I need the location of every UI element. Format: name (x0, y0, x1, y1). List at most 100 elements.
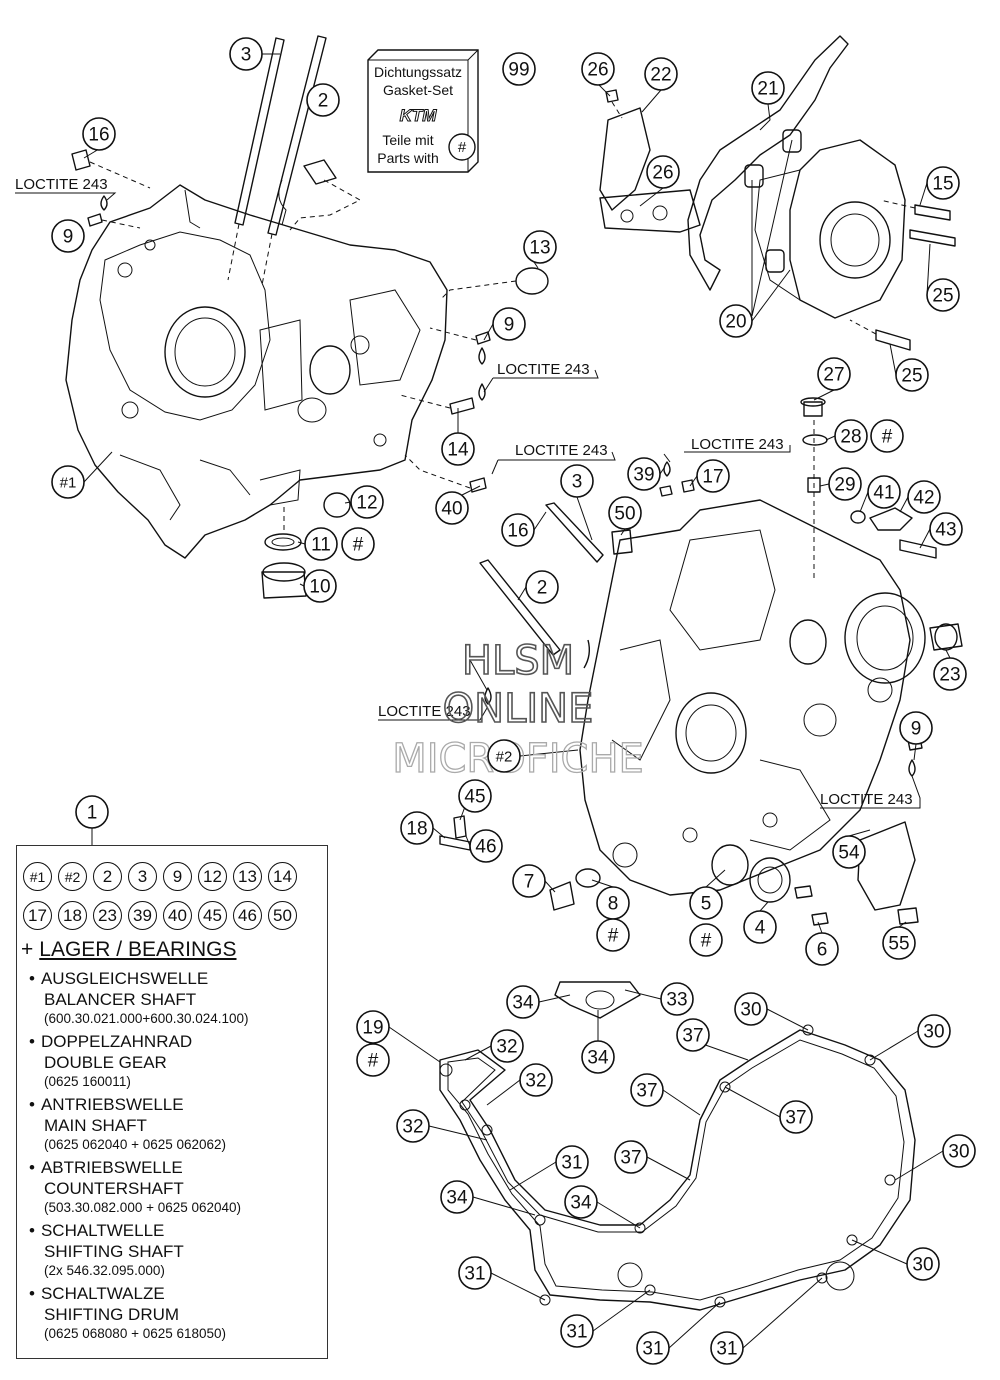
callout-circle (867, 475, 901, 509)
callout-circle (519, 1063, 553, 1097)
loctite-label: LOCTITE 243 (378, 703, 471, 720)
callout-number: 27 (823, 365, 844, 386)
callout-circle (502, 52, 536, 86)
bearing-name-de: ABTRIEBSWELLE (29, 1157, 325, 1178)
callout-number: 34 (446, 1188, 468, 1209)
bearing-part-numbers: (0625 160011) (44, 1074, 131, 1089)
crankcase-gasket (439, 981, 916, 1311)
kit-part-badge: 17 (23, 901, 52, 930)
callout-number: 39 (633, 465, 654, 486)
loctite-label: LOCTITE 243 (820, 791, 913, 808)
callout-number: 30 (923, 1022, 944, 1043)
callout-18: 18 (400, 811, 434, 845)
callout-34: 34 (581, 1040, 615, 1074)
callout-circle (676, 1018, 710, 1052)
callout-circle (917, 1014, 951, 1048)
callout-circle (229, 37, 263, 71)
callout-circle (512, 864, 546, 898)
callout-12: 12 (350, 485, 384, 519)
callout-circle (303, 569, 337, 603)
callout-circle (899, 711, 933, 745)
callout-hash: # (870, 419, 904, 453)
callout-9: 9 (899, 711, 933, 745)
bearing-part-numbers: (2x 546.32.095.000) (44, 1263, 165, 1278)
callout-43: 43 (929, 512, 963, 546)
kit-part-badge: 13 (233, 862, 262, 891)
callout-circle (458, 1256, 492, 1290)
callout-circle (581, 52, 615, 86)
callout-circle (487, 739, 521, 773)
callout-circle (743, 910, 777, 944)
callout-circle (689, 886, 723, 920)
callout-number: 2 (318, 91, 329, 112)
bearing-name-de: AUSGLEICHSWELLE (29, 968, 325, 989)
callout-circle (555, 1145, 589, 1179)
callout-circle (646, 155, 680, 189)
callout-circle (627, 457, 661, 491)
callout-42: 42 (907, 480, 941, 514)
watermark-line2: ONLINE (443, 686, 594, 732)
callout-circle (710, 1331, 744, 1365)
callout-number: 32 (496, 1037, 517, 1058)
callout-37: 37 (779, 1100, 813, 1134)
callout-number: 37 (785, 1108, 806, 1129)
callout-8: 8 (596, 886, 630, 920)
callout-45: 45 (458, 779, 492, 813)
callout-circle (523, 230, 557, 264)
callout-32: 32 (396, 1109, 430, 1143)
callout-number: 19 (362, 1018, 383, 1039)
callout-circle (356, 1010, 390, 1044)
callout-circle (933, 657, 967, 691)
callout-circle (926, 166, 960, 200)
callout-circle (350, 485, 384, 519)
gasket-set-line2: Gasket-Set (383, 82, 453, 98)
callout-29: 29 (828, 467, 862, 501)
callout-circle (458, 779, 492, 813)
callout-circle (630, 1073, 664, 1107)
callout-number: 55 (888, 934, 909, 955)
callout-number: 9 (504, 315, 515, 336)
callout-7: 7 (512, 864, 546, 898)
callout-number: 31 (561, 1153, 582, 1174)
callout-number: 26 (587, 60, 608, 81)
callout-number: 17 (702, 467, 723, 488)
left-small-parts (71, 149, 549, 599)
callout-circle (82, 117, 116, 151)
callout-hash: # (689, 923, 723, 957)
callout-circle (907, 480, 941, 514)
callout-34: 34 (440, 1180, 474, 1214)
callout-number: 45 (464, 787, 485, 808)
callout-circle (608, 496, 642, 530)
callout-circle (341, 527, 375, 561)
callout-19: 19 (356, 1010, 390, 1044)
callout-circle (560, 1314, 594, 1348)
callout-number: #1 (60, 475, 77, 492)
callout-kit-1: 1 (75, 795, 109, 829)
callout-14: 14 (441, 432, 475, 466)
callout-30: 30 (942, 1134, 976, 1168)
callout-circle (689, 923, 723, 957)
callout-9: 9 (492, 307, 526, 341)
callout-number: 30 (912, 1255, 933, 1276)
callout-number: 31 (566, 1322, 587, 1343)
callout-number: # (701, 931, 712, 952)
callout-number: 37 (620, 1148, 641, 1169)
callout-number: 42 (913, 488, 934, 509)
callout-number: # (882, 427, 893, 448)
callout-number: 31 (464, 1264, 485, 1285)
callout-26: 26 (581, 52, 615, 86)
callout-circle (564, 1185, 598, 1219)
callout-number: 32 (525, 1071, 546, 1092)
callout-number: 9 (63, 227, 74, 248)
kit-part-badge: 39 (128, 901, 157, 930)
callout-circle (805, 932, 839, 966)
bearing-part-numbers: (503.30.082.000 + 0625 062040) (44, 1200, 242, 1215)
callout-9: 9 (51, 219, 85, 253)
callout-number: 32 (402, 1117, 423, 1138)
callout-3: 3 (229, 37, 263, 71)
callout-number: 33 (666, 990, 687, 1011)
